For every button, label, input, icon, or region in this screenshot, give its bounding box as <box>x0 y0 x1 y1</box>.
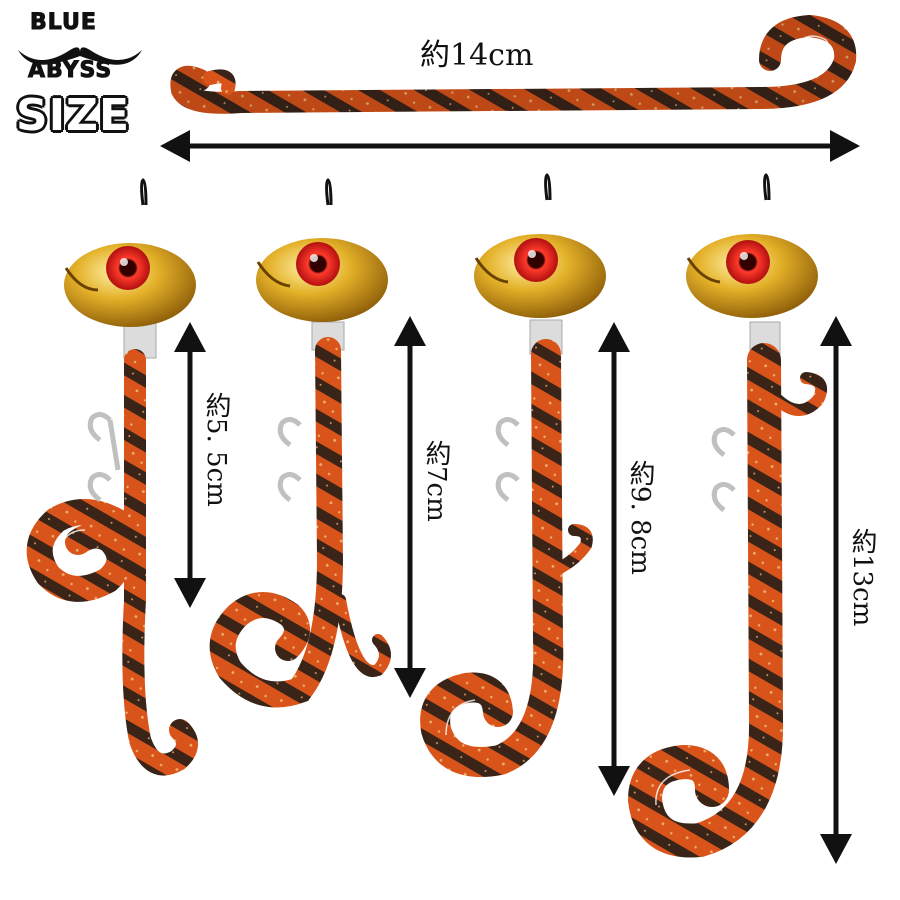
vertical-arrow-4 <box>820 316 852 864</box>
logo-text-size: SIZE <box>16 90 131 141</box>
lure-2 <box>209 178 391 708</box>
logo-text-abyss: ABYSS <box>27 58 113 84</box>
lure-1 <box>26 178 198 776</box>
blue-abyss-logo: BLUE ABYSS SIZE <box>10 6 150 146</box>
lure-2-length-label: 約7cm <box>421 440 451 522</box>
hook-icon <box>87 412 121 503</box>
lure-1-length-label: 約5. 5cm <box>201 392 231 507</box>
lure-3 <box>420 173 606 777</box>
full-length-label: 約14cm <box>420 38 534 73</box>
lure-4 <box>627 173 827 858</box>
mustache-icon <box>18 47 142 65</box>
hook-icon <box>277 417 302 503</box>
hook-icon <box>711 427 736 513</box>
vertical-arrow-2 <box>394 316 426 698</box>
hook-icon <box>495 417 520 503</box>
lure-3-length-label: 約9. 8cm <box>625 460 655 575</box>
logo-text-blue: BLUE <box>30 10 97 36</box>
vertical-arrow-3 <box>598 322 630 796</box>
full-worm <box>170 14 857 114</box>
vertical-arrow-1 <box>174 322 206 608</box>
horizontal-arrow <box>160 130 860 162</box>
lure-4-length-label: 約13cm <box>847 528 877 627</box>
